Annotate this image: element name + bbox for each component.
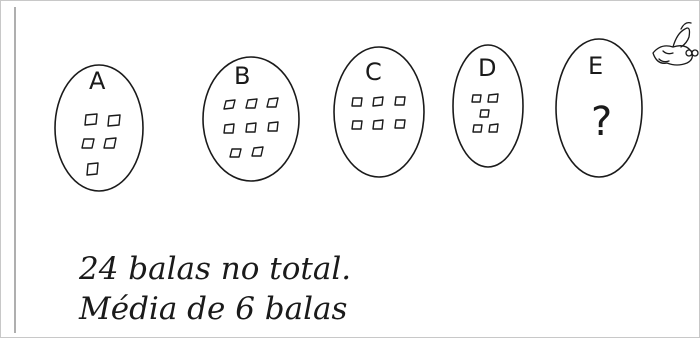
group-a-candies — [81, 113, 121, 176]
group-b-candies — [223, 97, 279, 158]
group-e-unknown: ? — [591, 99, 612, 145]
candy — [351, 120, 363, 130]
candy — [81, 138, 95, 149]
candy — [229, 148, 242, 158]
candy — [394, 96, 406, 106]
group-a-label: A — [89, 67, 106, 95]
candy — [86, 162, 99, 176]
group-b-oval — [202, 56, 300, 182]
candy — [107, 114, 121, 127]
candy — [223, 123, 235, 134]
group-a: A — [54, 64, 144, 192]
total-text: 24 balas no total. — [78, 251, 351, 287]
group-a-oval — [54, 64, 144, 192]
candy — [372, 119, 384, 130]
group-c: C — [333, 46, 425, 178]
candy — [351, 97, 363, 107]
candy — [84, 113, 98, 126]
candy — [267, 121, 279, 132]
candy — [394, 119, 406, 129]
candy — [251, 146, 264, 157]
group-e: E ? — [555, 38, 643, 178]
group-d: D — [452, 44, 524, 168]
hand-drawn-bird-icon — [652, 21, 699, 66]
candy — [103, 137, 117, 149]
candy — [266, 97, 279, 108]
group-d-candies — [471, 93, 499, 133]
candy — [487, 93, 499, 103]
candy — [488, 123, 499, 133]
group-c-label: C — [365, 58, 382, 86]
group-d-label: D — [478, 54, 496, 82]
candy — [372, 96, 384, 107]
group-e-label: E — [588, 52, 603, 80]
candy — [472, 124, 483, 133]
group-c-candies — [351, 96, 406, 130]
group-b-label: B — [234, 62, 250, 90]
candy — [245, 122, 257, 133]
group-d-oval — [452, 44, 524, 168]
candy — [479, 109, 490, 118]
group-e-oval — [555, 38, 643, 178]
group-b: B — [202, 56, 300, 182]
candy — [223, 99, 236, 110]
candy — [471, 94, 482, 103]
average-text: Média de 6 balas — [78, 291, 347, 327]
group-c-oval — [333, 46, 425, 178]
candy — [245, 98, 258, 109]
